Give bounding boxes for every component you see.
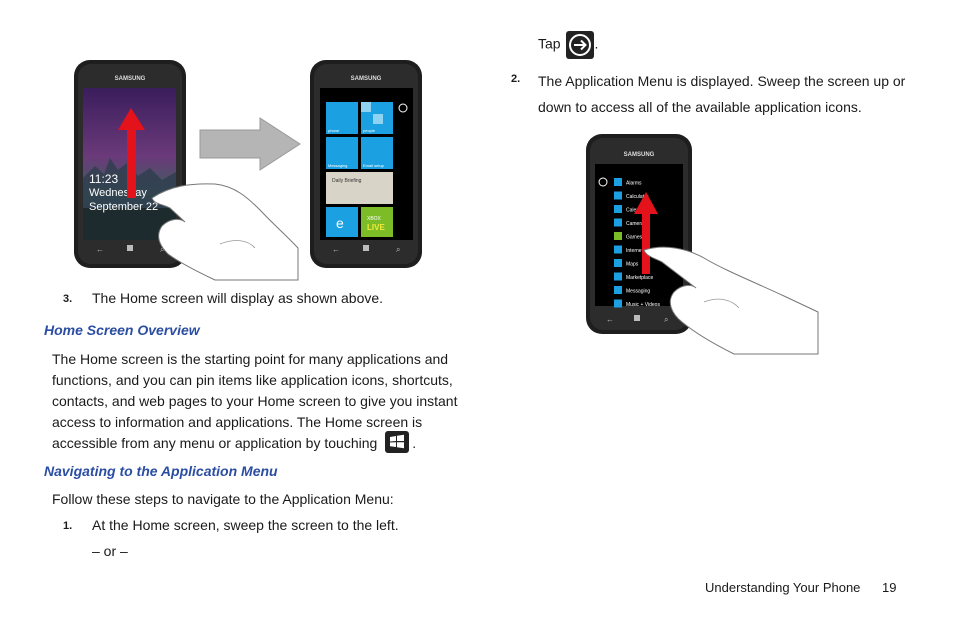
app-list-item: Internet — [626, 248, 644, 254]
phone-home-screen: SAMSUNG phone people Messaging Email set… — [310, 60, 422, 268]
app-menu-illustration: SAMSUNG AlarmsCalculatorCalendarCameraGa… — [584, 132, 820, 356]
or-separator: – or – — [92, 543, 128, 559]
tap-label: Tap — [538, 35, 561, 52]
app-list-item: Games — [626, 235, 643, 241]
section-heading: Navigating to the Application Menu — [44, 463, 278, 479]
step-text: The Home screen will display as shown ab… — [92, 290, 384, 306]
app-icon — [614, 272, 622, 281]
app-icon — [614, 191, 622, 200]
svg-text:SAMSUNG: SAMSUNG — [351, 76, 382, 82]
step-number: 2. — [511, 73, 521, 85]
swipe-arrow — [634, 192, 658, 274]
paragraph-line: contacts, and web pages to your Home scr… — [52, 393, 458, 409]
transition-arrow — [199, 117, 301, 171]
paragraph-line: access to information and applications. … — [52, 414, 423, 430]
paragraph-line: The Home screen is the starting point fo… — [52, 351, 449, 367]
svg-text:SAMSUNG: SAMSUNG — [624, 152, 655, 158]
tile-phone — [326, 102, 358, 134]
section-heading: Home Screen Overview — [44, 322, 200, 338]
app-list-item: Camera — [626, 221, 644, 227]
svg-text:⌕: ⌕ — [664, 315, 668, 324]
svg-text:e: e — [336, 215, 344, 231]
svg-text:⌕: ⌕ — [160, 245, 164, 254]
svg-text:⌕: ⌕ — [396, 245, 400, 254]
swipe-up-arrow — [118, 108, 145, 198]
svg-text:←: ← — [96, 245, 104, 254]
app-list-item: Music + Videos — [626, 302, 660, 308]
hand-gesture — [151, 183, 299, 281]
svg-text:Daily Briefing: Daily Briefing — [332, 178, 362, 184]
lock-date: September 22 — [89, 201, 158, 213]
app-list-item: Calculator — [626, 194, 649, 200]
step-text: The Application Menu is displayed. Sweep… — [538, 73, 906, 115]
page-number: 19 — [882, 580, 897, 595]
svg-text:Email setup: Email setup — [363, 163, 385, 168]
svg-text:XBOX: XBOX — [367, 216, 382, 222]
app-list-item: Alarms — [626, 181, 642, 187]
footer-section: Understanding Your Phone — [705, 580, 861, 595]
lock-time: 11:23 — [89, 172, 118, 186]
tile-messaging — [326, 137, 358, 169]
step-text: At the Home screen, sweep the screen to … — [92, 517, 399, 533]
tile-internet — [326, 207, 358, 237]
app-list-screen — [595, 164, 683, 306]
app-icon — [614, 286, 622, 294]
tile-daily-briefing — [326, 172, 393, 204]
intro-text: Follow these steps to navigate to the Ap… — [52, 491, 394, 507]
app-icon — [614, 232, 622, 240]
hand-gesture — [643, 246, 819, 355]
svg-text:←: ← — [606, 315, 614, 324]
windows-start-icon — [385, 431, 410, 454]
app-list-item: Marketplace — [626, 275, 653, 281]
app-icon — [614, 218, 622, 227]
app-icon — [614, 205, 622, 213]
app-list-item: Messaging — [626, 289, 650, 295]
app-icon — [614, 178, 622, 186]
paragraph-line: accessible from any menu or application … — [52, 435, 378, 451]
svg-text:Messaging: Messaging — [328, 163, 347, 168]
svg-text:LIVE: LIVE — [367, 223, 385, 232]
tile-email — [361, 137, 393, 169]
svg-text:←: ← — [332, 245, 340, 254]
svg-text:people: people — [363, 128, 376, 133]
step-number: 1. — [63, 520, 73, 532]
paragraph-line: functions, and you can pin items like ap… — [52, 372, 453, 388]
app-icon — [614, 299, 622, 308]
home-screen-illustration: SAMSUNG 11:23 Wednesday September 22 ← ⌕ — [70, 58, 430, 282]
overview-paragraph: The Home screen is the starting point fo… — [52, 349, 472, 455]
phone-brand: SAMSUNG — [115, 76, 146, 82]
step-number: 3. — [63, 293, 73, 305]
svg-text:phone: phone — [328, 128, 340, 133]
app-list-item: Maps — [626, 262, 639, 268]
app-icon — [614, 245, 622, 254]
tile-xbox — [361, 207, 393, 237]
arrow-right-circle-icon — [566, 31, 595, 59]
lock-day: Wednesday — [89, 187, 147, 199]
app-icon — [614, 259, 622, 267]
